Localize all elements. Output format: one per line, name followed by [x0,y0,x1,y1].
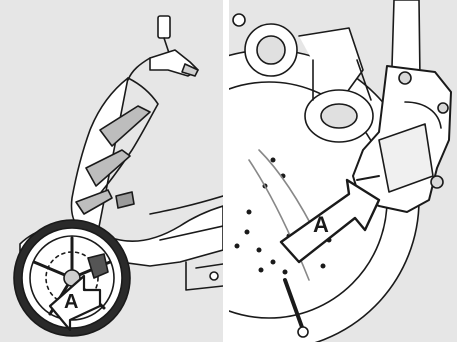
brake-closeup-panel: A [229,0,457,342]
brake-closeup-drawing: A [229,0,457,342]
scooter-overview-panel: A [0,0,223,342]
scooter-drawing: A [0,0,223,342]
handlebar [128,50,198,80]
rear-bolt [210,272,218,280]
mirror [158,16,170,56]
callout-label-a-closeup: A [313,212,329,237]
callout-label-a: A [64,291,78,313]
